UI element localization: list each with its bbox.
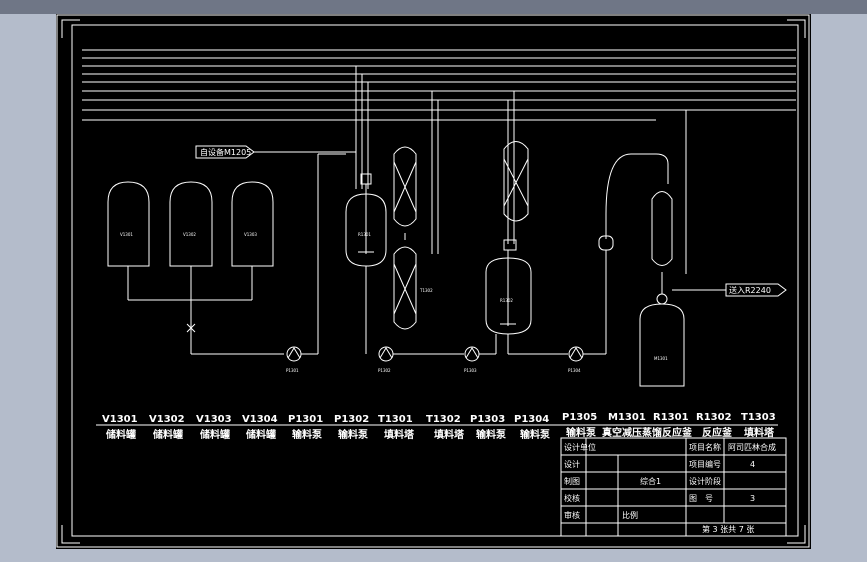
title-block-text: 设计单位 设计 制图 校核 审核 比例 综合1 项目名称 阿司匹林合成 项目编号… xyxy=(564,442,776,534)
equipment-name: 填料塔 xyxy=(744,426,775,439)
design-stage-label: 设计阶段 xyxy=(689,476,721,486)
equipment-name: 输料泵 xyxy=(520,428,551,441)
reactor-r1301 xyxy=(345,173,387,267)
vessel-tag: V1301 xyxy=(120,232,133,237)
equipment-code: P1302 xyxy=(334,414,369,425)
inner-frame xyxy=(71,24,799,537)
column-t1301 xyxy=(393,146,417,227)
vessel-tags: V1301 V1302 V1303 R1301 T1302 R1302 M130… xyxy=(120,232,668,373)
storage-tanks xyxy=(107,181,284,355)
equipment-name: 输料泵 xyxy=(292,428,323,441)
equipment-names: 储料罐 储料罐 储料罐 储料罐 输料泵 输料泵 填料塔 填料塔 输料泵 输料泵 … xyxy=(105,426,775,441)
equipment-name: 填料塔 xyxy=(384,428,415,441)
draw-label: 制图 xyxy=(564,476,580,486)
project-no-value: 4 xyxy=(750,460,755,469)
equipment-name: 填料塔 xyxy=(434,428,465,441)
equipment-codes: V1301 V1302 V1303 V1304 P1301 P1302 T130… xyxy=(96,412,778,426)
equipment-code: T1302 xyxy=(426,414,461,425)
vessel-tag: V1302 xyxy=(183,232,196,237)
project-name-value: 阿司匹林合成 xyxy=(728,442,776,452)
drawing-no-value: 3 xyxy=(750,494,755,503)
vessel-tag: M1301 xyxy=(654,356,668,361)
equipment-name: 反应釜 xyxy=(662,426,693,439)
equipment-name: 输料泵 xyxy=(338,428,369,441)
column-t1302 xyxy=(393,233,417,330)
vessel-tag: V1303 xyxy=(244,232,257,237)
equipment-code: M1301 xyxy=(608,412,646,423)
product-callout-label: 送入R2240 xyxy=(729,285,771,295)
check-label: 校核 xyxy=(564,493,580,503)
review-label: 审核 xyxy=(564,510,580,520)
equipment-code: P1301 xyxy=(288,414,323,425)
project-no-label: 项目编号 xyxy=(689,459,721,469)
equipment-code: R1302 xyxy=(696,412,732,423)
equipment-code: T1303 xyxy=(741,412,776,423)
equipment-code: P1304 xyxy=(514,414,549,425)
equipment-name: 储料罐 xyxy=(245,428,276,441)
feed-callout: 自设备M1205 xyxy=(195,145,356,159)
pump-tag: P1303 xyxy=(464,368,477,373)
equipment-code: P1303 xyxy=(470,414,505,425)
composite-label: 综合1 xyxy=(640,476,661,486)
vessel-tag: R1302 xyxy=(500,298,513,303)
design-label: 设计 xyxy=(564,459,580,469)
vessel-tag: R1301 xyxy=(358,232,371,237)
equipment-code: P1305 xyxy=(562,412,597,423)
equipment-name: 输料泵 xyxy=(566,426,597,439)
window-top-band xyxy=(0,0,867,14)
equipment-name: 输料泵 xyxy=(476,428,507,441)
equipment-name: 真空减压蒸馏 xyxy=(602,426,662,439)
product-callout: 送入R2240 xyxy=(672,283,787,297)
equipment-code: V1302 xyxy=(149,414,185,425)
equipment-code: V1304 xyxy=(242,414,278,425)
equipment-code: T1301 xyxy=(378,414,413,425)
equipment-name: 储料罐 xyxy=(152,428,183,441)
pump-tag: P1302 xyxy=(378,368,391,373)
corner-marks xyxy=(61,19,806,544)
process-flow-diagram: 自设备M1205 xyxy=(56,14,810,548)
vessel-tag: T1302 xyxy=(419,288,433,293)
sheet-info: 第 3 张共 7 张 xyxy=(702,524,754,534)
equipment-code: R1301 xyxy=(653,412,689,423)
feed-callout-label: 自设备M1205 xyxy=(200,147,251,157)
title-block-grid xyxy=(560,437,787,537)
pumps xyxy=(286,153,606,362)
scale-label: 比例 xyxy=(622,510,638,520)
column-t1303 xyxy=(503,141,529,222)
project-name-label: 项目名称 xyxy=(689,442,721,452)
equipment-name: 反应釜 xyxy=(702,426,733,439)
pump-tag: P1301 xyxy=(286,368,299,373)
outer-frame xyxy=(56,14,810,548)
distillation-m1301 xyxy=(598,153,685,387)
pump-tag: P1304 xyxy=(568,368,581,373)
drawing-sheet: 自设备M1205 xyxy=(56,14,811,549)
equipment-name: 储料罐 xyxy=(199,428,230,441)
design-unit-label: 设计单位 xyxy=(564,442,596,452)
utility-lines xyxy=(82,49,796,274)
equipment-code: V1301 xyxy=(102,414,138,425)
equipment-code: V1303 xyxy=(196,414,232,425)
drawing-no-label: 图 号 xyxy=(689,494,713,503)
reactor-r1302 xyxy=(485,239,532,335)
equipment-name: 储料罐 xyxy=(105,428,136,441)
